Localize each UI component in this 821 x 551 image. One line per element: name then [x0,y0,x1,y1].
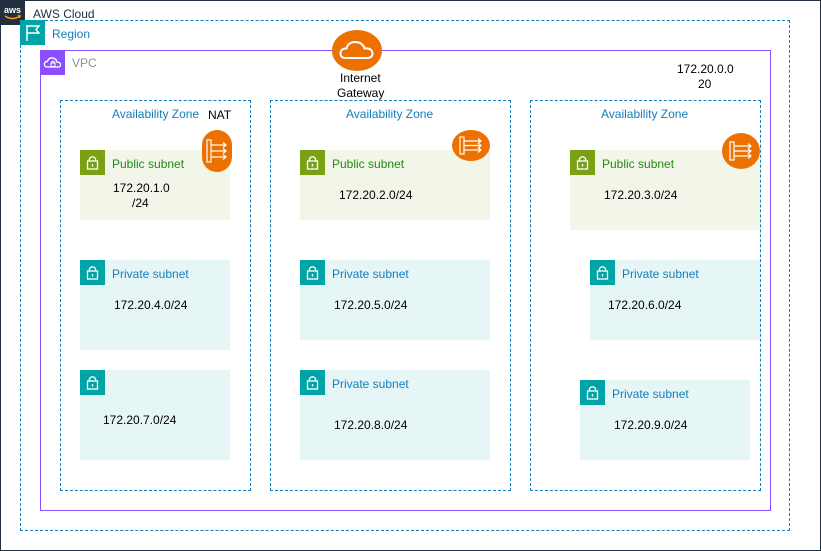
vpc-cloud-icon [40,50,65,75]
internet-gateway-label-line2: Gateway [337,86,385,100]
lock-icon [300,370,325,395]
private-subnet-2a-label: Private subnet [332,267,409,281]
private-subnet-3a-label: Private subnet [622,267,699,281]
region-flag-icon [20,20,45,45]
availability-zone-1-label: Availability Zone [112,107,200,121]
availability-zone-2-label: Availability Zone [346,107,434,121]
private-subnet-2a-cidr: 172.20.5.0/24 [334,298,408,312]
vpc-cidr-line2: 20 [698,77,712,91]
private-subnet-1b-cidr: 172.20.7.0/24 [103,413,177,427]
region-group [20,20,790,531]
public-subnet-3-cidr: 172.20.3.0/24 [604,188,678,202]
svg-text:aws: aws [4,5,21,15]
private-subnet-3a [590,260,760,340]
private-subnet-2b [300,370,490,460]
public-subnet-2-cidr: 172.20.2.0/24 [339,188,413,202]
public-subnet-1-cidr-line1: 172.20.1.0 [113,181,170,195]
lock-icon [580,380,605,405]
availability-zone-2 [270,100,511,491]
vpc-group [40,50,771,511]
nat-label: NAT [208,108,232,122]
lock-icon [590,260,615,285]
region-label: Region [52,27,91,41]
internet-gateway-icon [332,30,382,71]
public-subnet-1-cidr-line2: /24 [132,196,149,210]
private-subnet-3b-cidr: 172.20.9.0/24 [614,418,688,432]
availability-zone-3-label: Availability Zone [601,107,689,121]
private-subnet-1a [80,260,230,350]
nat-gateway-icon [452,130,490,161]
public-subnet-2-label: Public subnet [332,157,405,171]
nat-gateway-icon [722,133,760,169]
vpc-cidr-line1: 172.20.0.0 [677,62,734,76]
private-subnet-3a-cidr: 172.20.6.0/24 [608,298,682,312]
private-subnet-2a [300,260,490,340]
public-subnet-3-label: Public subnet [602,157,675,171]
availability-zone-1 [60,100,251,491]
vpc-label: VPC [72,56,97,70]
nat-gateway-icon [202,130,232,172]
lock-icon [570,150,595,175]
public-subnet-1-label: Public subnet [112,157,185,171]
lock-icon [80,260,105,285]
availability-zone-3 [530,100,761,491]
internet-gateway-label-line1: Internet [340,71,381,85]
lock-icon [300,150,325,175]
lock-icon [80,150,105,175]
lock-icon [80,370,105,395]
private-subnet-2b-cidr: 172.20.8.0/24 [334,418,408,432]
private-subnet-1a-label: Private subnet [112,267,189,281]
private-subnet-2b-label: Private subnet [332,377,409,391]
public-subnet-2 [300,150,490,220]
private-subnet-3b-label: Private subnet [612,387,689,401]
aws-cloud-label: AWS Cloud [33,7,95,21]
private-subnet-3b [580,380,750,460]
private-subnet-1a-cidr: 172.20.4.0/24 [114,298,188,312]
lock-icon [300,260,325,285]
private-subnet-1b [80,370,230,460]
